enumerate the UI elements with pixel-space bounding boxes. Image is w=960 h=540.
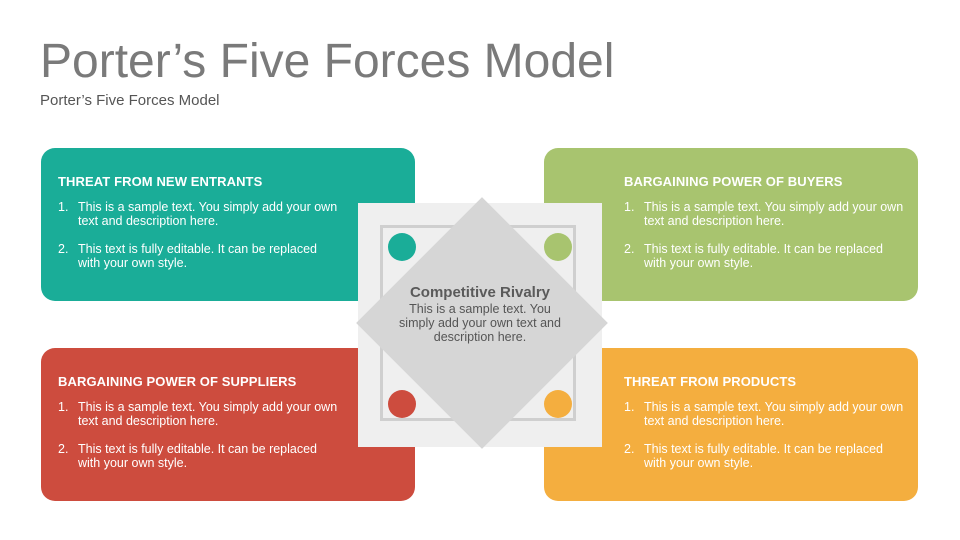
item-text: This text is fully editable. It can be r… xyxy=(78,442,318,470)
force-title: THREAT FROM PRODUCTS xyxy=(624,374,797,389)
item-number: 2. xyxy=(58,242,69,256)
red-dot-icon xyxy=(388,390,416,418)
center-description: This is a sample text. You simply add yo… xyxy=(399,302,561,344)
slide-title: Porter’s Five Forces Model xyxy=(40,35,615,88)
slide-subtitle: Porter’s Five Forces Model xyxy=(40,92,220,109)
list-item: 1. This is a sample text. You simply add… xyxy=(624,400,904,428)
item-number: 2. xyxy=(58,442,69,456)
list-item: 2. This text is fully editable. It can b… xyxy=(58,442,338,470)
force-list: 1. This is a sample text. You simply add… xyxy=(58,200,338,270)
force-list: 1. This is a sample text. You simply add… xyxy=(58,400,338,470)
force-title: BARGAINING POWER OF SUPPLIERS xyxy=(58,374,297,389)
item-text: This is a sample text. You simply add yo… xyxy=(78,400,338,428)
item-text: This is a sample text. You simply add yo… xyxy=(644,200,904,228)
item-number: 1. xyxy=(58,400,69,414)
item-number: 1. xyxy=(624,200,635,214)
orange-dot-icon xyxy=(544,390,572,418)
force-box-new-entrants: THREAT FROM NEW ENTRANTS 1. This is a sa… xyxy=(41,148,415,301)
item-number: 1. xyxy=(624,400,635,414)
item-number: 1. xyxy=(58,200,69,214)
force-box-buyers: BARGAINING POWER OF BUYERS 1. This is a … xyxy=(544,148,918,301)
green-dot-icon xyxy=(544,233,572,261)
item-number: 2. xyxy=(624,242,635,256)
item-number: 2. xyxy=(624,442,635,456)
force-list: 1. This is a sample text. You simply add… xyxy=(624,400,904,470)
list-item: 1. This is a sample text. You simply add… xyxy=(58,400,338,428)
item-text: This text is fully editable. It can be r… xyxy=(644,242,884,270)
center-title: Competitive Rivalry xyxy=(409,284,551,301)
item-text: This text is fully editable. It can be r… xyxy=(644,442,884,470)
force-box-suppliers: BARGAINING POWER OF SUPPLIERS 1. This is… xyxy=(41,348,415,501)
list-item: 2. This text is fully editable. It can b… xyxy=(58,242,338,270)
list-item: 2. This text is fully editable. It can b… xyxy=(624,442,904,470)
force-list: 1. This is a sample text. You simply add… xyxy=(624,200,904,270)
teal-dot-icon xyxy=(388,233,416,261)
item-text: This is a sample text. You simply add yo… xyxy=(78,200,338,228)
list-item: 1. This is a sample text. You simply add… xyxy=(58,200,338,228)
list-item: 1. This is a sample text. You simply add… xyxy=(624,200,904,228)
force-box-products: THREAT FROM PRODUCTS 1. This is a sample… xyxy=(544,348,918,501)
center-rivalry: Competitive Rivalry This is a sample tex… xyxy=(396,284,564,344)
item-text: This is a sample text. You simply add yo… xyxy=(644,400,904,428)
list-item: 2. This text is fully editable. It can b… xyxy=(624,242,904,270)
item-text: This text is fully editable. It can be r… xyxy=(78,242,318,270)
force-title: THREAT FROM NEW ENTRANTS xyxy=(58,174,263,189)
force-title: BARGAINING POWER OF BUYERS xyxy=(624,174,843,189)
